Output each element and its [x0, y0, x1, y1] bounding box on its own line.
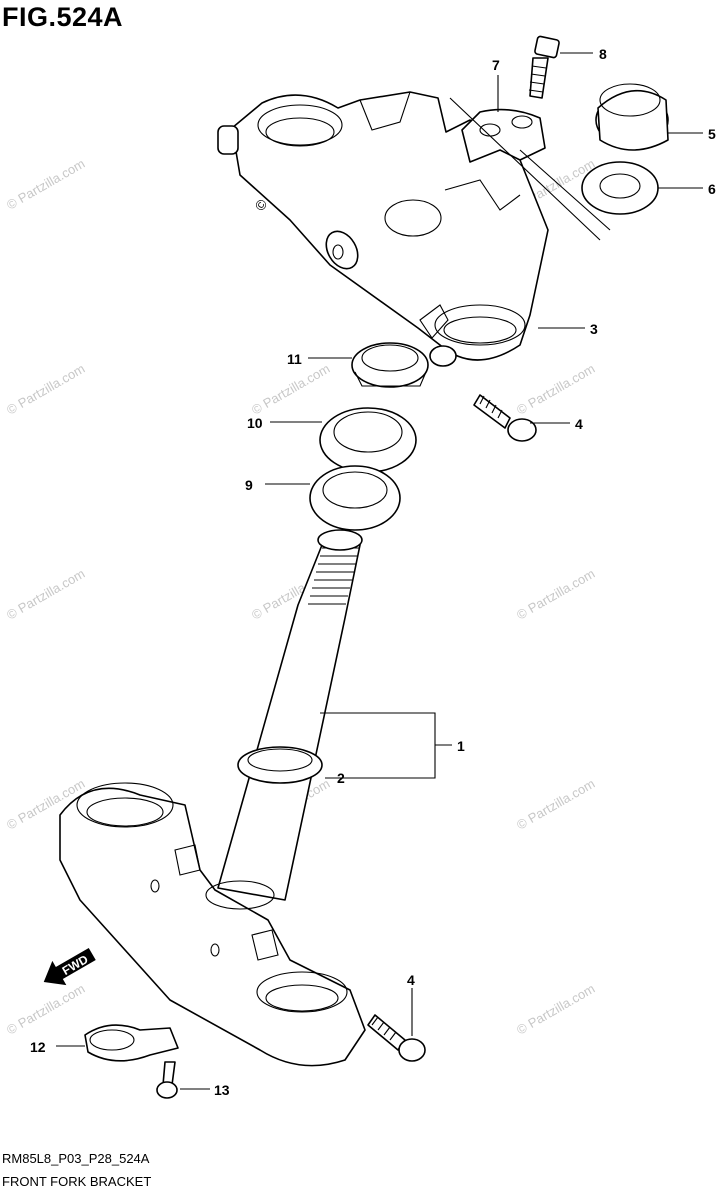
forward-direction-arrow: FWD	[43, 947, 96, 986]
cable-clamp-part	[84, 1024, 179, 1062]
watermark-text: © Partzilla.com	[249, 361, 332, 418]
watermark-text: © Partzilla.com	[514, 361, 597, 418]
stem-washer-part	[581, 161, 659, 215]
steering-bearing-part	[309, 465, 401, 531]
lower-bracket-part	[59, 782, 366, 1067]
dust-seal-part	[237, 746, 323, 784]
callout-12: 12	[30, 1039, 46, 1055]
figure-name: FRONT FORK BRACKET	[2, 1174, 152, 1189]
pinch-bolt-upper-part	[429, 345, 537, 442]
callout-4-upper: 4	[575, 416, 583, 432]
callout-4-lower: 4	[407, 972, 415, 988]
watermark-text: © Partzilla.com	[4, 981, 87, 1038]
figure-code: RM85L8_P03_P28_524A	[2, 1151, 150, 1166]
watermark-text: © Partzilla.com	[4, 566, 87, 623]
pinch-bolt-lower-part	[367, 1014, 426, 1062]
watermark-text: © Partzilla.com	[514, 776, 597, 833]
watermark-text: © Partzilla.com	[514, 981, 597, 1038]
watermark-text: © Partzilla.com	[4, 156, 87, 213]
callout-7: 7	[492, 57, 500, 73]
watermark-text: © Partzilla.com	[4, 361, 87, 418]
callout-1: 1	[457, 738, 465, 754]
callout-9: 9	[245, 477, 253, 493]
callout-labels: 8 7 5 6 3 4 11 10 9 1 2 4 12 13	[30, 46, 716, 1098]
leader-lines	[56, 52, 703, 1090]
bearing-outer-race-part	[319, 407, 417, 473]
figure-title: FIG.524A	[2, 2, 124, 32]
cap-bolt-part	[528, 35, 560, 99]
callout-13: 13	[214, 1082, 230, 1098]
callout-5: 5	[708, 126, 716, 142]
steering-lock-nut-part	[351, 342, 429, 388]
watermark-text: © Partzilla.com	[514, 566, 597, 623]
handlebar-clamp-cap-part	[461, 108, 546, 163]
callout-11: 11	[287, 351, 302, 367]
callout-3: 3	[590, 321, 598, 337]
callout-2: 2	[337, 770, 345, 786]
callout-6: 6	[708, 181, 716, 197]
stem-cap-nut-part	[595, 83, 669, 151]
clamp-screw-part	[156, 1061, 178, 1099]
callout-8: 8	[599, 46, 607, 62]
callout-10: 10	[247, 415, 263, 431]
